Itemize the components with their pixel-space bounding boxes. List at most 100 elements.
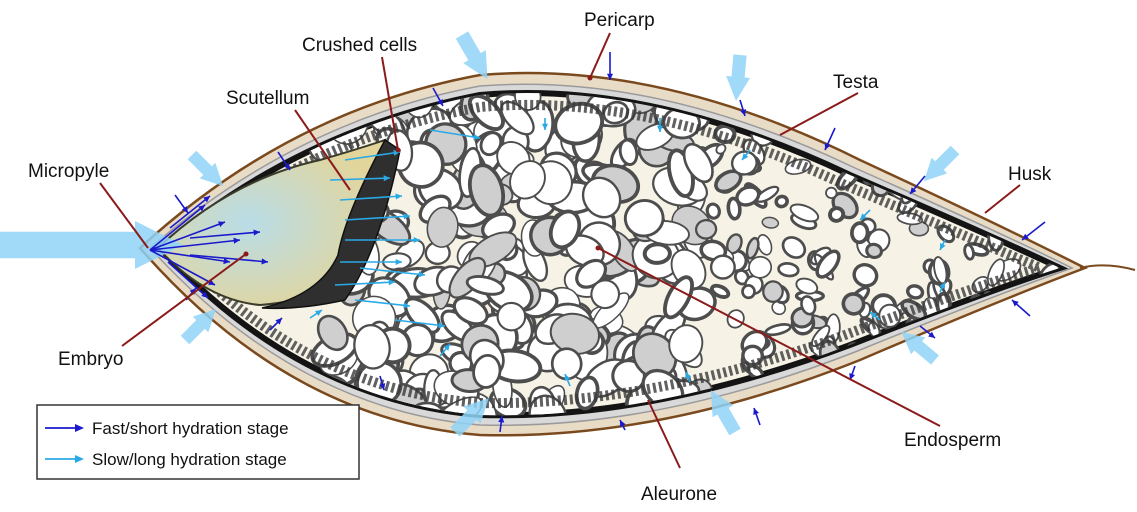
endosperm-cell: [905, 374, 914, 386]
endosperm-cell: [962, 368, 984, 396]
endosperm-cell: [971, 399, 991, 421]
endosperm-cell: [1005, 353, 1040, 387]
endosperm-cell: [999, 79, 1010, 101]
endosperm-cell: [817, 112, 844, 132]
endosperm-cell: [851, 222, 868, 242]
endosperm-cell: [1050, 391, 1067, 408]
endosperm-cell: [958, 119, 973, 143]
endosperm-cell: [964, 365, 982, 380]
endosperm-cell: [1019, 126, 1036, 151]
endosperm-cell: [974, 127, 998, 160]
endosperm-cell: [908, 386, 918, 410]
endosperm-cell: [862, 360, 879, 375]
endosperm-cell: [847, 389, 865, 417]
endosperm-cell: [906, 376, 937, 407]
endosperm-cell: [1046, 362, 1067, 386]
endosperm-cells: [304, 61, 1080, 444]
label-testa: Testa: [833, 72, 879, 93]
endosperm-cell: [1020, 211, 1038, 230]
label-husk: Husk: [1008, 164, 1052, 185]
endosperm-cell: [928, 392, 962, 426]
endosperm-cell: [972, 388, 1000, 417]
endosperm-cell: [1004, 94, 1029, 119]
endosperm-cell: [1023, 211, 1049, 236]
endosperm-cell: [1059, 127, 1080, 151]
endosperm-cell: [967, 154, 985, 174]
endosperm-cell: [866, 152, 888, 163]
endosperm-cell: [644, 244, 670, 263]
endosperm-cell: [851, 118, 877, 141]
endosperm-cell: [926, 387, 950, 411]
endosperm-cell: [868, 121, 891, 146]
endosperm-cell: [841, 105, 856, 131]
label-scutellum: Scutellum: [226, 88, 309, 109]
label-pericarp: Pericarp: [584, 10, 655, 31]
endosperm-cell: [1012, 206, 1027, 225]
label-crushed-cells: Crushed cells: [302, 35, 417, 56]
endosperm-cell: [1041, 226, 1059, 246]
label-micropyle: Micropyle: [28, 161, 109, 182]
endosperm-cell: [938, 376, 971, 401]
water-inflow-arrow-shape: [916, 142, 963, 189]
endosperm-cell: [978, 150, 998, 169]
endosperm-cell: [1051, 385, 1071, 416]
endosperm-cell: [803, 98, 830, 117]
endosperm-cell: [1007, 310, 1034, 337]
endosperm-cell: [1044, 190, 1075, 210]
label-endosperm: Endosperm: [904, 430, 1001, 451]
endosperm-cell: [1033, 139, 1059, 159]
endosperm-cell: [893, 384, 917, 404]
water-inflow-arrow: [916, 142, 963, 189]
endosperm-cell: [999, 395, 1022, 417]
endosperm-cell: [937, 175, 965, 198]
endosperm-cell: [1043, 382, 1066, 403]
endosperm-cell: [901, 369, 916, 386]
endosperm-cell: [906, 97, 934, 124]
endosperm-cell: [927, 118, 941, 136]
endosperm-cell: [1041, 299, 1070, 329]
endosperm-cell: [1025, 366, 1051, 392]
endosperm-cell: [939, 406, 953, 416]
endosperm-cell: [996, 86, 1015, 107]
endosperm-cell: [1052, 337, 1072, 362]
endosperm-cell: [863, 401, 886, 424]
endosperm-cell: [857, 112, 880, 136]
fast-hydration-arrow-head: [753, 408, 759, 415]
endosperm-cell: [986, 385, 1004, 403]
endosperm-cell: [849, 375, 879, 405]
endosperm-cell: [915, 111, 932, 141]
endosperm-cell: [1023, 81, 1044, 101]
endosperm-cell: [963, 138, 990, 165]
endosperm-cell: [978, 182, 1005, 200]
endosperm-cell: [1044, 396, 1060, 412]
endosperm-cell: [878, 123, 895, 142]
endosperm-cell: [785, 393, 817, 425]
endosperm-cell: [955, 327, 979, 345]
endosperm-cell: [1047, 81, 1076, 109]
endosperm-cell: [977, 165, 994, 184]
endosperm-cell: [1032, 339, 1058, 369]
endosperm-cell: [762, 280, 784, 303]
endosperm-cell: [939, 357, 962, 378]
endosperm-cell: [964, 368, 983, 388]
endosperm-cell: [986, 314, 1014, 342]
endosperm-cell: [551, 347, 583, 380]
legend-fast-label: Fast/short hydration stage: [92, 419, 289, 438]
legend-slow-label: Slow/long hydration stage: [92, 450, 287, 469]
endosperm-cell: [825, 187, 837, 199]
endosperm-cell: [497, 302, 526, 330]
endosperm-cell: [1037, 376, 1066, 404]
endosperm-cell: [877, 380, 887, 404]
endosperm-cell: [727, 198, 740, 219]
endosperm-cell: [862, 137, 888, 163]
endosperm-cell: [862, 114, 886, 134]
endosperm-cell: [1035, 191, 1060, 214]
endosperm-cell: [775, 195, 788, 208]
label-aleurone: Aleurone: [641, 484, 717, 505]
endosperm-cell: [324, 72, 365, 113]
endosperm-cell: [889, 82, 917, 108]
seed-tip: [1080, 265, 1135, 270]
endosperm-cell: [976, 95, 1001, 119]
